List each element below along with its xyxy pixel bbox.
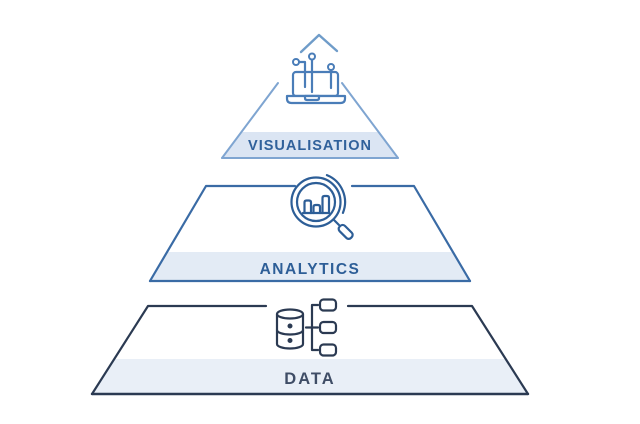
data-band [92, 359, 528, 394]
magnifier-handle-joint [332, 218, 341, 227]
laptop-notch [303, 94, 321, 102]
magnifier-outer-ring [290, 176, 342, 228]
visualisation-label: VISUALISATION [248, 138, 372, 154]
bar-chart-bar-1 [303, 199, 313, 215]
database-cylinder-top [275, 308, 305, 320]
tier-analytics: ANALYTICS [148, 174, 472, 283]
circuit-line-left [297, 60, 307, 89]
analytics-right-edge [350, 184, 472, 283]
magnifier-inner-ring [295, 181, 337, 223]
database-dot-1 [287, 323, 293, 329]
data-right-edge [346, 304, 530, 396]
visualisation-left-edge [221, 82, 279, 159]
data-left-edge [90, 304, 268, 396]
hierarchy-bracket [304, 303, 320, 352]
bar-chart-bar-2 [312, 203, 322, 215]
circuit-node-right [327, 63, 335, 71]
circuit-node-center [308, 52, 316, 61]
tier-data: DATA [90, 298, 530, 396]
visualisation-band [222, 132, 398, 158]
hierarchy-node-middle [318, 320, 338, 335]
tier-visualisation: VISUALISATION [221, 33, 399, 159]
up-arrow-icon [299, 33, 339, 54]
magnifier-handle [337, 223, 354, 240]
database-dot-2 [287, 338, 293, 344]
database-cylinder-divider [275, 328, 305, 336]
analytics-label: ANALYTICS [260, 261, 361, 278]
analytics-left-edge [148, 184, 297, 283]
laptop-circuit-arrow-icon [285, 33, 347, 105]
hierarchy-node-bottom [318, 343, 338, 357]
database-cylinder-body [275, 312, 305, 350]
bar-chart-bar-3 [321, 194, 331, 215]
circuit-node-left [292, 58, 300, 66]
data-label: DATA [284, 370, 335, 388]
magnifier-accent-arc [325, 174, 347, 214]
magnifier-bar-chart-icon [290, 174, 354, 240]
database-hierarchy-icon [275, 298, 338, 357]
analytics-band [150, 252, 470, 281]
visualisation-right-edge [341, 82, 399, 159]
hierarchy-node-top [318, 298, 338, 312]
